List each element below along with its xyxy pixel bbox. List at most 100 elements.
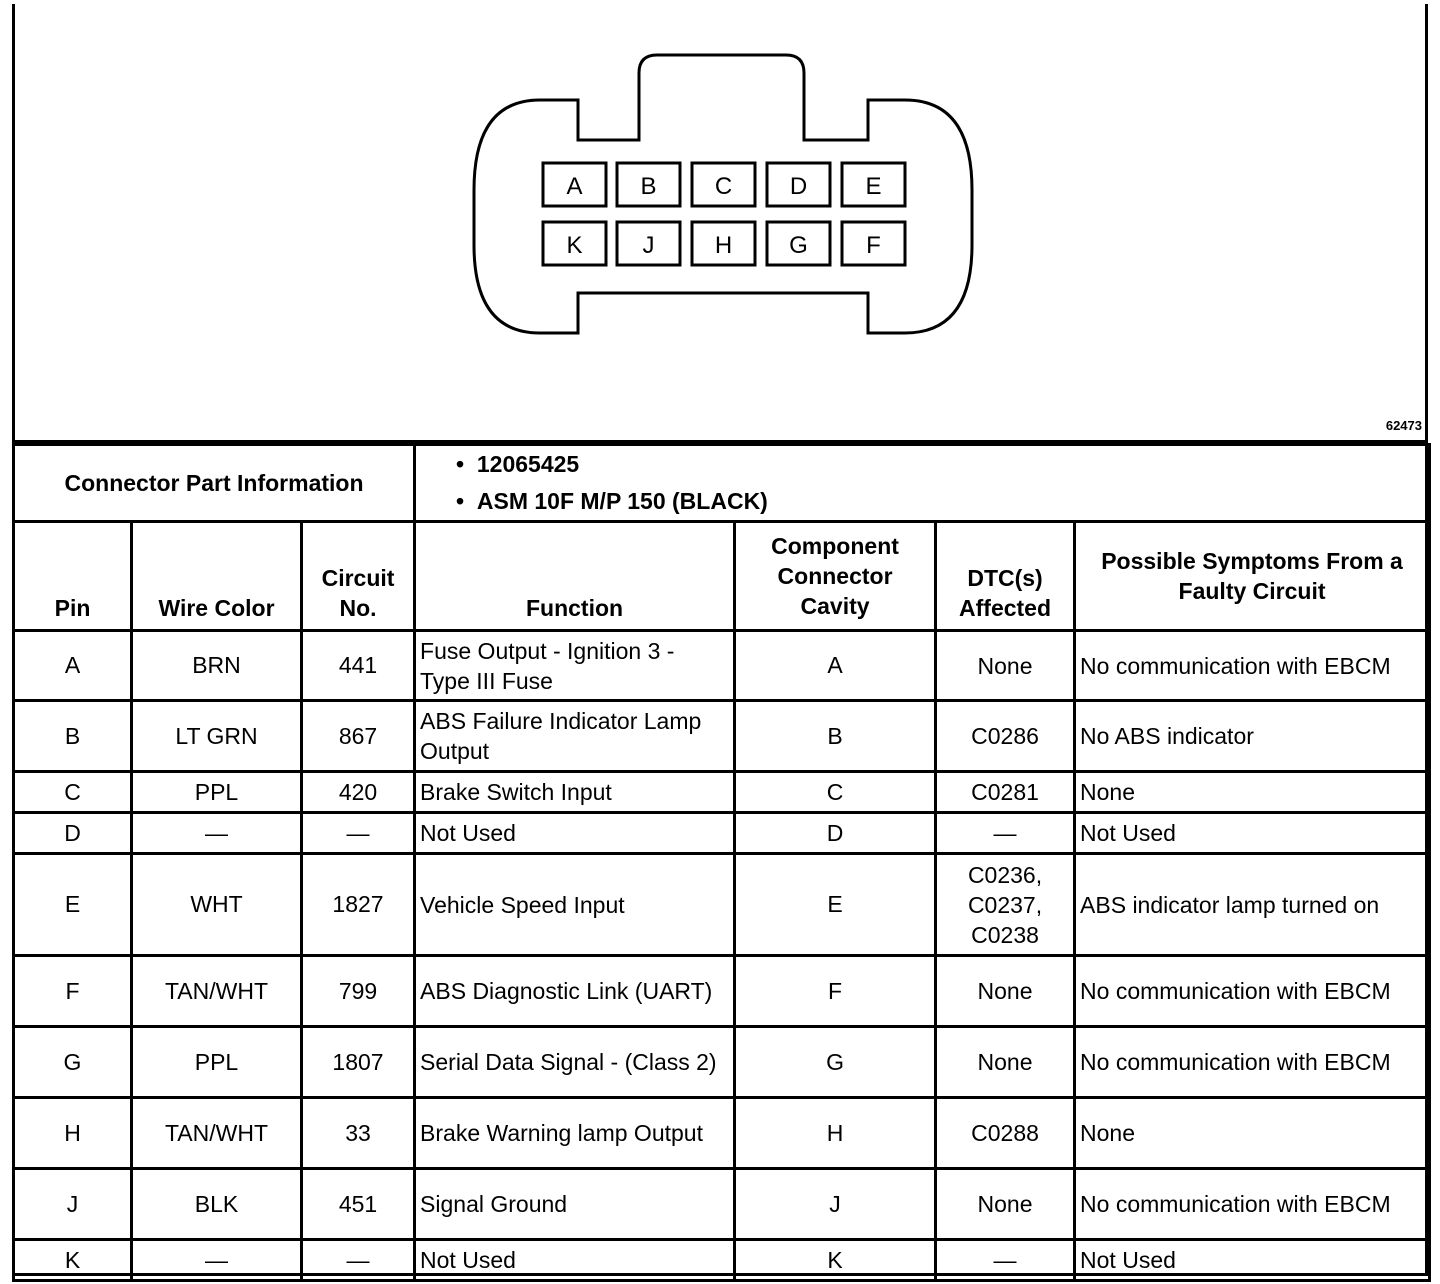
pin-label: J bbox=[643, 232, 655, 259]
cell-pin: A bbox=[12, 629, 133, 702]
cell-dtc: C0288 bbox=[934, 1096, 1077, 1170]
pin-label: G bbox=[789, 232, 808, 259]
cell-pin: K bbox=[12, 1238, 133, 1282]
cell-pin: B bbox=[12, 699, 133, 773]
cell-cavity: B bbox=[733, 699, 938, 773]
part-info-label: Connector Part Information bbox=[11, 443, 417, 523]
part-info-item: • 12065425 bbox=[456, 451, 580, 477]
cell-cavity: C bbox=[733, 770, 938, 814]
pin-label: D bbox=[790, 173, 807, 200]
cell-symptoms: None bbox=[1073, 1096, 1432, 1170]
header-circuit-no: Circuit No. bbox=[299, 520, 417, 632]
pin-label: C bbox=[715, 173, 732, 200]
header-function: Function bbox=[413, 520, 737, 632]
pin-cavity bbox=[765, 220, 832, 267]
header-symptoms: Possible Symptoms From a Faulty Circuit bbox=[1073, 520, 1432, 632]
cell-pin: G bbox=[12, 1025, 133, 1099]
cell-function: Not Used bbox=[413, 811, 737, 855]
header-wire-color: Wire Color bbox=[130, 520, 303, 632]
header-dtc: DTC(s) Affected bbox=[934, 520, 1077, 632]
cell-wire-color: LT GRN bbox=[130, 699, 303, 773]
cell-wire-color: PPL bbox=[130, 1025, 303, 1099]
cell-dtc: None bbox=[934, 1167, 1077, 1241]
pin-cavity bbox=[541, 220, 608, 267]
cell-pin: H bbox=[12, 1096, 133, 1170]
cell-function: Fuse Output - Ignition 3 - Type III Fuse bbox=[413, 629, 737, 702]
cell-circuit-no: 33 bbox=[299, 1096, 417, 1170]
cell-function: Brake Switch Input bbox=[413, 770, 737, 814]
cell-wire-color: WHT bbox=[130, 852, 303, 957]
cell-cavity: E bbox=[733, 852, 938, 957]
pin-label: H bbox=[715, 232, 732, 259]
pin-cavity bbox=[690, 161, 757, 208]
connector-outline bbox=[472, 53, 974, 335]
cell-symptoms: No communication with EBCM bbox=[1073, 954, 1432, 1028]
cell-pin: D bbox=[12, 811, 133, 855]
cell-symptoms: No ABS indicator bbox=[1073, 699, 1432, 773]
cell-circuit-no: 420 bbox=[299, 770, 417, 814]
section-divider bbox=[12, 440, 1428, 444]
cell-symptoms: None bbox=[1073, 770, 1432, 814]
pin-cavity bbox=[840, 220, 907, 267]
cell-pin: E bbox=[12, 852, 133, 957]
cell-cavity: A bbox=[733, 629, 938, 702]
cell-symptoms: No communication with EBCM bbox=[1073, 629, 1432, 702]
cell-circuit-no: 451 bbox=[299, 1167, 417, 1241]
cell-cavity: G bbox=[733, 1025, 938, 1099]
part-info-values: • 12065425 • ASM 10F M/P 150 (BLACK) bbox=[413, 443, 1432, 523]
pin-label: E bbox=[865, 173, 881, 200]
cell-cavity: K bbox=[733, 1238, 938, 1282]
pin-cavity bbox=[541, 161, 608, 208]
pin-cavity bbox=[840, 161, 907, 208]
cell-cavity: D bbox=[733, 811, 938, 855]
cell-cavity: J bbox=[733, 1167, 938, 1241]
cell-dtc: — bbox=[934, 1238, 1077, 1282]
cell-circuit-no: 441 bbox=[299, 629, 417, 702]
cell-circuit-no: 1807 bbox=[299, 1025, 417, 1099]
figure-id: 62473 bbox=[1385, 418, 1422, 433]
header-row: Pin Wire Color Circuit No. Function Comp… bbox=[12, 520, 1432, 632]
pin-label: A bbox=[566, 173, 582, 200]
cell-function: ABS Failure Indicator Lamp Output bbox=[413, 699, 737, 773]
cell-circuit-no: — bbox=[299, 1238, 417, 1282]
pin-cavity bbox=[615, 220, 682, 267]
cell-function: Vehicle Speed Input bbox=[413, 852, 737, 957]
cell-wire-color: BLK bbox=[130, 1167, 303, 1241]
cell-function: Brake Warning lamp Output bbox=[413, 1096, 737, 1170]
pin-cavity bbox=[765, 161, 832, 208]
cell-wire-color: — bbox=[130, 1238, 303, 1282]
cell-pin: C bbox=[12, 770, 133, 814]
cell-pin: F bbox=[12, 954, 133, 1028]
pin-cavity bbox=[690, 220, 757, 267]
cell-circuit-no: 867 bbox=[299, 699, 417, 773]
cell-function: Signal Ground bbox=[413, 1167, 737, 1241]
pin-cavity bbox=[615, 161, 682, 208]
cell-function: Not Used bbox=[413, 1238, 737, 1282]
cell-wire-color: TAN/WHT bbox=[130, 1096, 303, 1170]
cell-dtc: C0236, C0237, C0238 bbox=[934, 852, 1077, 957]
cell-symptoms: No communication with EBCM bbox=[1073, 1167, 1432, 1241]
cell-symptoms: Not Used bbox=[1073, 811, 1432, 855]
cell-symptoms: Not Used bbox=[1073, 1238, 1432, 1282]
cell-circuit-no: 799 bbox=[299, 954, 417, 1028]
header-cavity: Component Connector Cavity bbox=[733, 520, 938, 632]
cell-symptoms: ABS indicator lamp turned on bbox=[1073, 852, 1432, 957]
header-pin: Pin bbox=[12, 520, 133, 632]
part-info-item: • ASM 10F M/P 150 (BLACK) bbox=[456, 488, 768, 514]
cell-function: ABS Diagnostic Link (UART) bbox=[413, 954, 737, 1028]
pinout-table: Connector Part Information • 12065425 • … bbox=[11, 443, 1432, 1282]
cell-wire-color: TAN/WHT bbox=[130, 954, 303, 1028]
cell-dtc: C0281 bbox=[934, 770, 1077, 814]
cell-circuit-no: 1827 bbox=[299, 852, 417, 957]
cell-pin: J bbox=[12, 1167, 133, 1241]
cell-dtc: None bbox=[934, 954, 1077, 1028]
cell-circuit-no: — bbox=[299, 811, 417, 855]
